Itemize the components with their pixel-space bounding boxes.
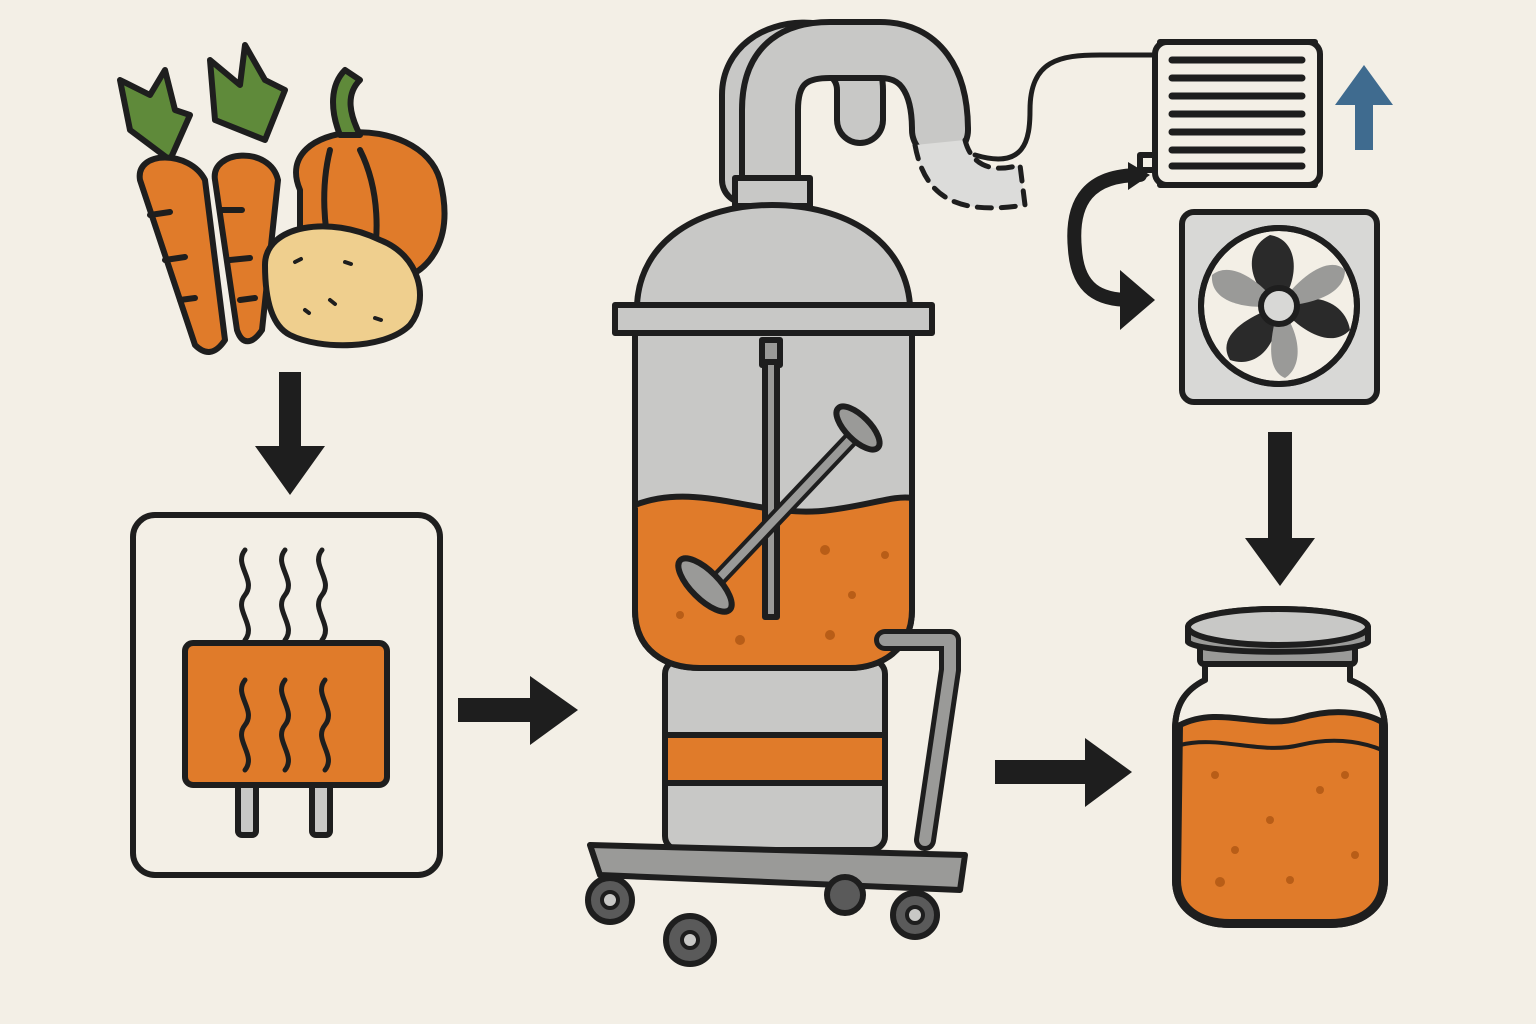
arrow-right-icon	[995, 738, 1132, 807]
arrow-down-icon	[1245, 432, 1315, 586]
arrow-down-icon	[255, 372, 325, 495]
mixing-tank-icon	[585, 19, 1028, 967]
arrow-up-icon	[1335, 65, 1393, 150]
cooling-fan-icon	[1179, 209, 1380, 405]
vegetables-icon	[117, 42, 448, 355]
steam-cooker-icon	[130, 512, 443, 878]
heat-exchanger-icon	[972, 39, 1323, 188]
arrow-right-icon	[458, 676, 578, 745]
puree-jar-icon	[1172, 606, 1388, 928]
curved-arrow-icon	[1067, 162, 1155, 330]
